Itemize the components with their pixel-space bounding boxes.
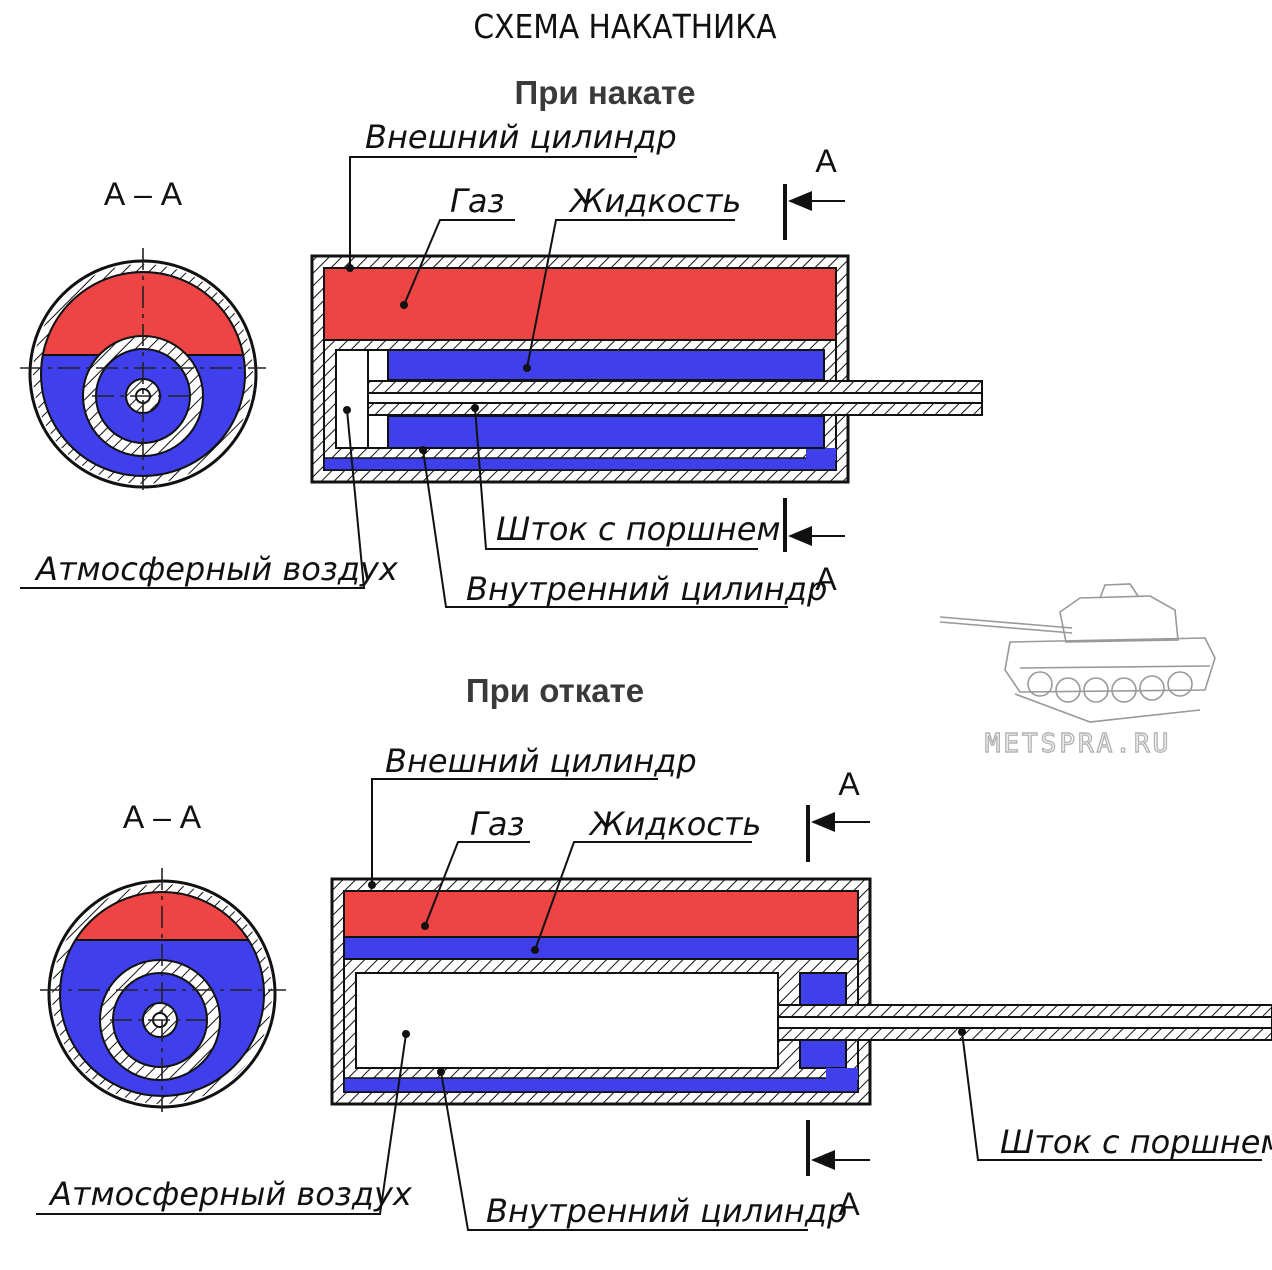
label-rod-top: Шток с поршнем [496,510,781,548]
section-label-top: А – А [104,176,183,212]
section-mark-a-bottom-1: А [838,766,860,802]
label-air-top: Атмосферный воздух [34,550,399,588]
section-mark-a-top-1: А [815,143,837,179]
liquid-channel-bottom-bottom [343,1077,859,1093]
gas-chamber-top [323,267,837,341]
liquid-upper-top [387,349,825,381]
cylinder-assembly-bottom [330,877,1272,1106]
label-gas-bottom: Газ [470,805,524,843]
section-marks-top: А А [783,143,845,597]
gas-chamber-bottom [343,890,859,938]
liquid-lower-top [387,415,825,449]
label-liquid-top: Жидкость [568,182,741,220]
tank-icon [939,583,1216,723]
section-marks-bottom: А А [806,766,870,1222]
liquid-channel-bottom-top [323,457,837,471]
leaders-top: Внешний цилиндр Газ Жидкость Шток с порш… [20,118,827,608]
piston-top [335,349,369,449]
leaders-bottom: Внешний цилиндр Газ Жидкость Шток с порш… [36,742,1272,1231]
label-outer-cylinder-bottom: Внешний цилиндр [385,742,697,780]
panel-bottom: А – А [36,742,1272,1231]
section-mark-a-bottom-2: А [838,1186,860,1222]
watermark-logo: METSPRA.RU [939,583,1216,760]
inner-air-bottom [355,972,779,1069]
subtitle-top: При накате [514,74,695,111]
label-gas-top: Газ [450,182,504,220]
watermark-text: METSPRA.RU [985,729,1172,759]
section-label-bottom: А – А [123,799,202,835]
diagram-title: СХЕМА НАКАТНИКА [473,7,777,46]
label-inner-cylinder-top: Внутренний цилиндр [466,570,827,608]
section-mark-a-top-2: А [815,561,837,597]
cross-section-bottom: А – А [40,799,286,1112]
label-inner-cylinder-bottom: Внутренний цилиндр [486,1192,847,1230]
cross-section-top: А – А [20,176,266,490]
cylinder-assembly-top [310,254,983,484]
panel-top: А – А [20,118,983,608]
liquid-layer-bottom [343,936,859,960]
subtitle-bottom: При откате [466,672,644,709]
label-liquid-bottom: Жидкость [588,805,761,843]
label-air-bottom: Атмосферный воздух [48,1175,413,1213]
label-rod-bottom: Шток с поршнем [1000,1123,1272,1161]
label-outer-cylinder-top: Внешний цилиндр [365,118,677,156]
